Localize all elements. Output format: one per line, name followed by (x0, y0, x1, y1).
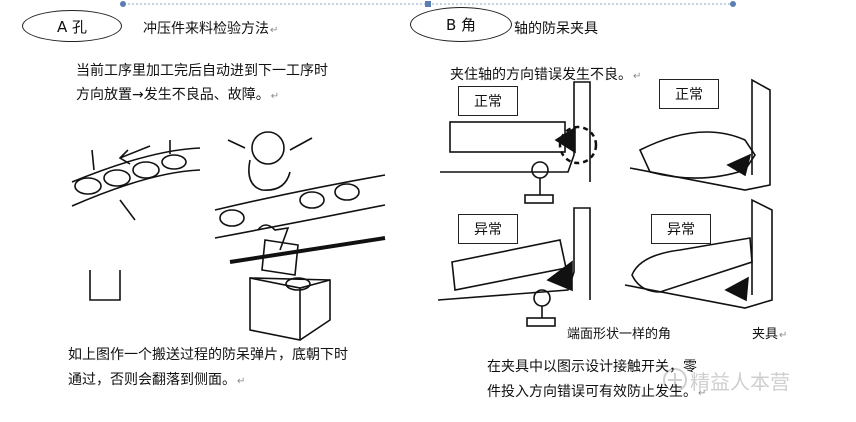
guide-handle-right (730, 1, 736, 7)
section-b-caption-line1-text: 在夹具中以图示设计接触开关，零 (487, 359, 697, 375)
fixture-note-text: 夹具 (752, 327, 778, 342)
section-a-title: 冲压件来料检验方法↵ (143, 20, 278, 40)
guide-handle-left (120, 1, 126, 7)
section-b-title: 轴的防呆夹具 (514, 20, 598, 38)
paragraph-mark: ↵ (633, 71, 641, 82)
section-a-title-text: 冲压件来料检验方法 (143, 21, 269, 37)
top-guide-line (120, 1, 736, 7)
fixture-note: 夹具↵ (752, 326, 787, 345)
section-b-badge: B 角 (410, 7, 512, 42)
guide-handle-mid (425, 1, 431, 7)
section-b-caption-line2: 件投入方向错误可有效防止发生。↵ (487, 383, 706, 403)
paragraph-mark: ↵ (271, 91, 279, 102)
section-a-intro-line1: 当前工序里加工完后自动进到下一工序时 (76, 62, 328, 80)
paragraph-mark: ↵ (237, 376, 245, 387)
watermark: 精益人本营 (690, 366, 790, 395)
paragraph-mark: ↵ (779, 330, 787, 341)
label-abnormal-2-text: 异常 (667, 219, 695, 239)
section-a-badge: A 孔 (22, 10, 122, 42)
section-b-badge-label: B 角 (446, 14, 476, 35)
section-b-intro: 夹住轴的方向错误发生不良。↵ (450, 66, 641, 86)
corner-note: 端面形状一样的角 (567, 326, 671, 344)
section-b-caption-line1: 在夹具中以图示设计接触开关，零 (487, 358, 697, 376)
section-a-caption-line2-text: 通过，否则会翻落到侧面。 (68, 372, 236, 388)
label-abnormal-1-text: 异常 (474, 219, 502, 239)
watermark-text: 精益人本营 (690, 370, 790, 394)
section-b-caption-line2-text: 件投入方向错误可有效防止发生。 (487, 384, 697, 400)
label-normal-2: 正常 (659, 79, 719, 109)
section-b-intro-text: 夹住轴的方向错误发生不良。 (450, 67, 632, 83)
section-a-caption-line2: 通过，否则会翻落到侧面。↵ (68, 371, 245, 391)
conveyor-drawing-right (215, 132, 385, 340)
label-normal-1-text: 正常 (474, 91, 502, 111)
section-b-title-text: 轴的防呆夹具 (514, 21, 598, 37)
section-a-intro-line2: 方向放置→发生不良品、故障。↵ (76, 86, 279, 106)
section-a-intro-line2-text: 方向放置→发生不良品、故障。 (76, 87, 270, 103)
label-abnormal-2: 异常 (651, 214, 711, 244)
shaft-fixture-drawings (438, 80, 772, 326)
section-a-caption-line1: 如上图作一个搬送过程的防呆弹片，底朝下时 (68, 346, 348, 364)
paragraph-mark: ↵ (270, 25, 278, 36)
conveyor-drawing-left (72, 140, 200, 300)
label-abnormal-1: 异常 (458, 214, 518, 244)
corner-note-text: 端面形状一样的角 (567, 327, 671, 342)
section-a-intro-line1-text: 当前工序里加工完后自动进到下一工序时 (76, 63, 328, 79)
section-a-caption-line1-text: 如上图作一个搬送过程的防呆弹片，底朝下时 (68, 347, 348, 363)
label-normal-1: 正常 (458, 86, 518, 116)
section-a-badge-label: A 孔 (57, 16, 87, 37)
label-normal-2-text: 正常 (675, 84, 703, 104)
